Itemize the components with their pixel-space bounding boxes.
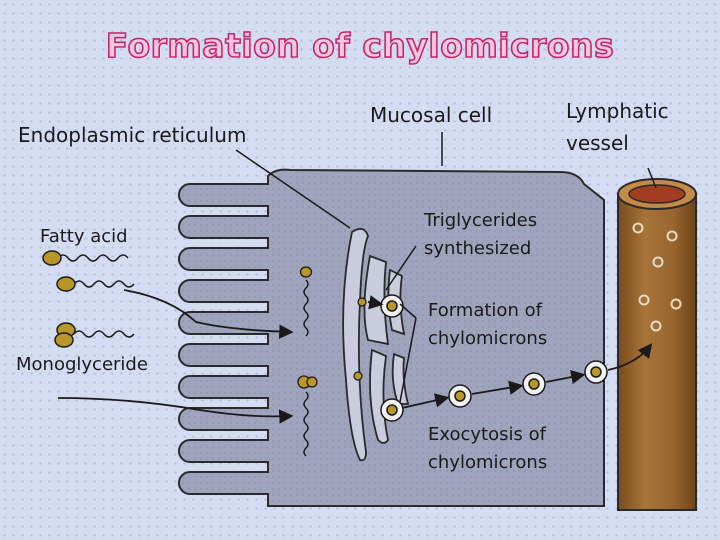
label-fatty-acid: Fatty acid (40, 226, 128, 247)
er-droplets (353, 297, 367, 381)
lipid-droplets-outside (42, 250, 76, 348)
diagram-labels: Endoplasmic reticulum Mucosal cell Lymph… (16, 99, 669, 473)
label-triglycerides-line1: Triglycerides (423, 210, 537, 231)
label-exocytosis-line1: Exocytosis of (428, 424, 547, 445)
label-mucosal-cell: Mucosal cell (370, 103, 492, 127)
label-endoplasmic-reticulum: Endoplasmic reticulum (18, 123, 246, 147)
entry-arrows (57, 289, 294, 424)
label-formation-line2: chylomicrons (428, 328, 547, 349)
absorbed-molecules (297, 266, 318, 457)
label-exocytosis-line2: chylomicrons (428, 452, 547, 473)
label-formation-line1: Formation of (428, 300, 543, 321)
exocytosis-arrows (367, 295, 653, 409)
label-lymphatic-line2: vessel (566, 131, 629, 155)
lymphatic-vessel (617, 178, 697, 511)
leader-lines (235, 132, 657, 403)
slide-title: Formation of chylomicrons (105, 25, 615, 66)
chylomicrons (380, 294, 608, 422)
fatty-acid-molecules (57, 254, 135, 338)
label-monoglyceride: Monoglyceride (16, 354, 148, 375)
label-lymphatic-line1: Lymphatic (566, 99, 669, 123)
label-triglycerides-line2: synthesized (424, 238, 531, 259)
endoplasmic-reticulum (342, 227, 410, 462)
